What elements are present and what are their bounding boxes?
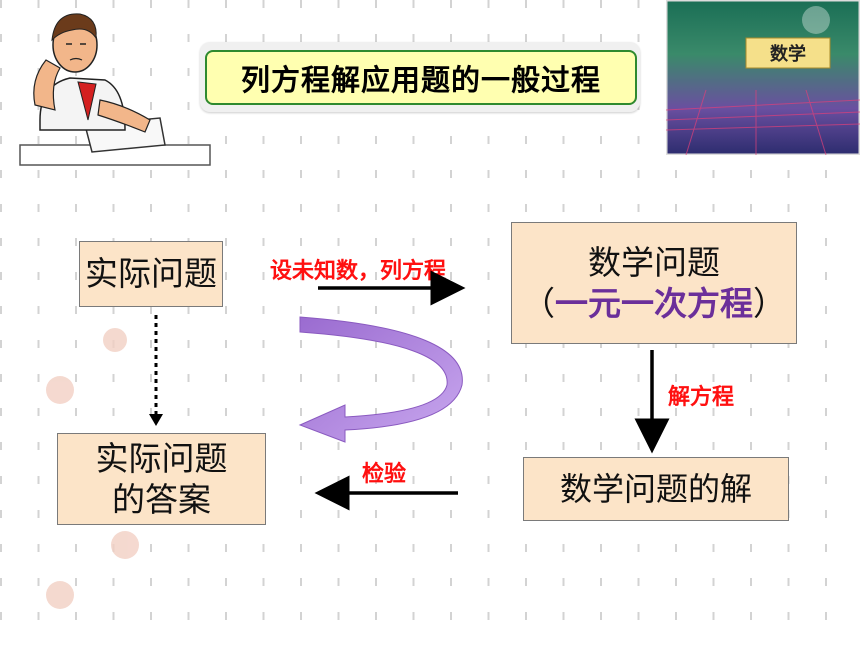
node-math-problem-equation-type: 一元一次方程 <box>555 284 753 323</box>
textbook-cover-art: 数学 <box>664 0 860 157</box>
curved-return-arrow <box>298 316 463 443</box>
paren-open: （ <box>522 284 555 323</box>
node-math-problem-sub: （一元一次方程） <box>522 283 786 324</box>
node-real-problem-label: 实际问题 <box>85 254 217 294</box>
textbook-cover-image: 数学 <box>664 0 860 157</box>
thinking-man-clipart <box>19 13 211 166</box>
node-math-problem: 数学问题 （一元一次方程） <box>511 222 797 344</box>
node-math-solution-label: 数学问题的解 <box>559 470 752 508</box>
node-real-problem: 实际问题 <box>79 241 223 307</box>
node-real-answer-line2: 的答案 <box>112 480 211 519</box>
paren-close: ） <box>753 284 786 323</box>
node-math-solution: 数学问题的解 <box>523 457 789 521</box>
arrow-dotted-shortcut-head <box>149 414 163 426</box>
edge-label-solve-equation: 解方程 <box>668 385 735 410</box>
page-title: 列方程解应用题的一般过程 <box>205 50 637 105</box>
node-math-problem-label: 数学问题 <box>588 242 720 282</box>
edge-label-check: 检验 <box>362 462 407 487</box>
node-real-answer-line1: 实际问题 <box>95 438 228 478</box>
node-real-answer: 实际问题 的答案 <box>57 433 266 525</box>
edge-label-set-equation: 设未知数，列方程 <box>270 259 447 284</box>
book-title: 数学 <box>770 43 806 65</box>
